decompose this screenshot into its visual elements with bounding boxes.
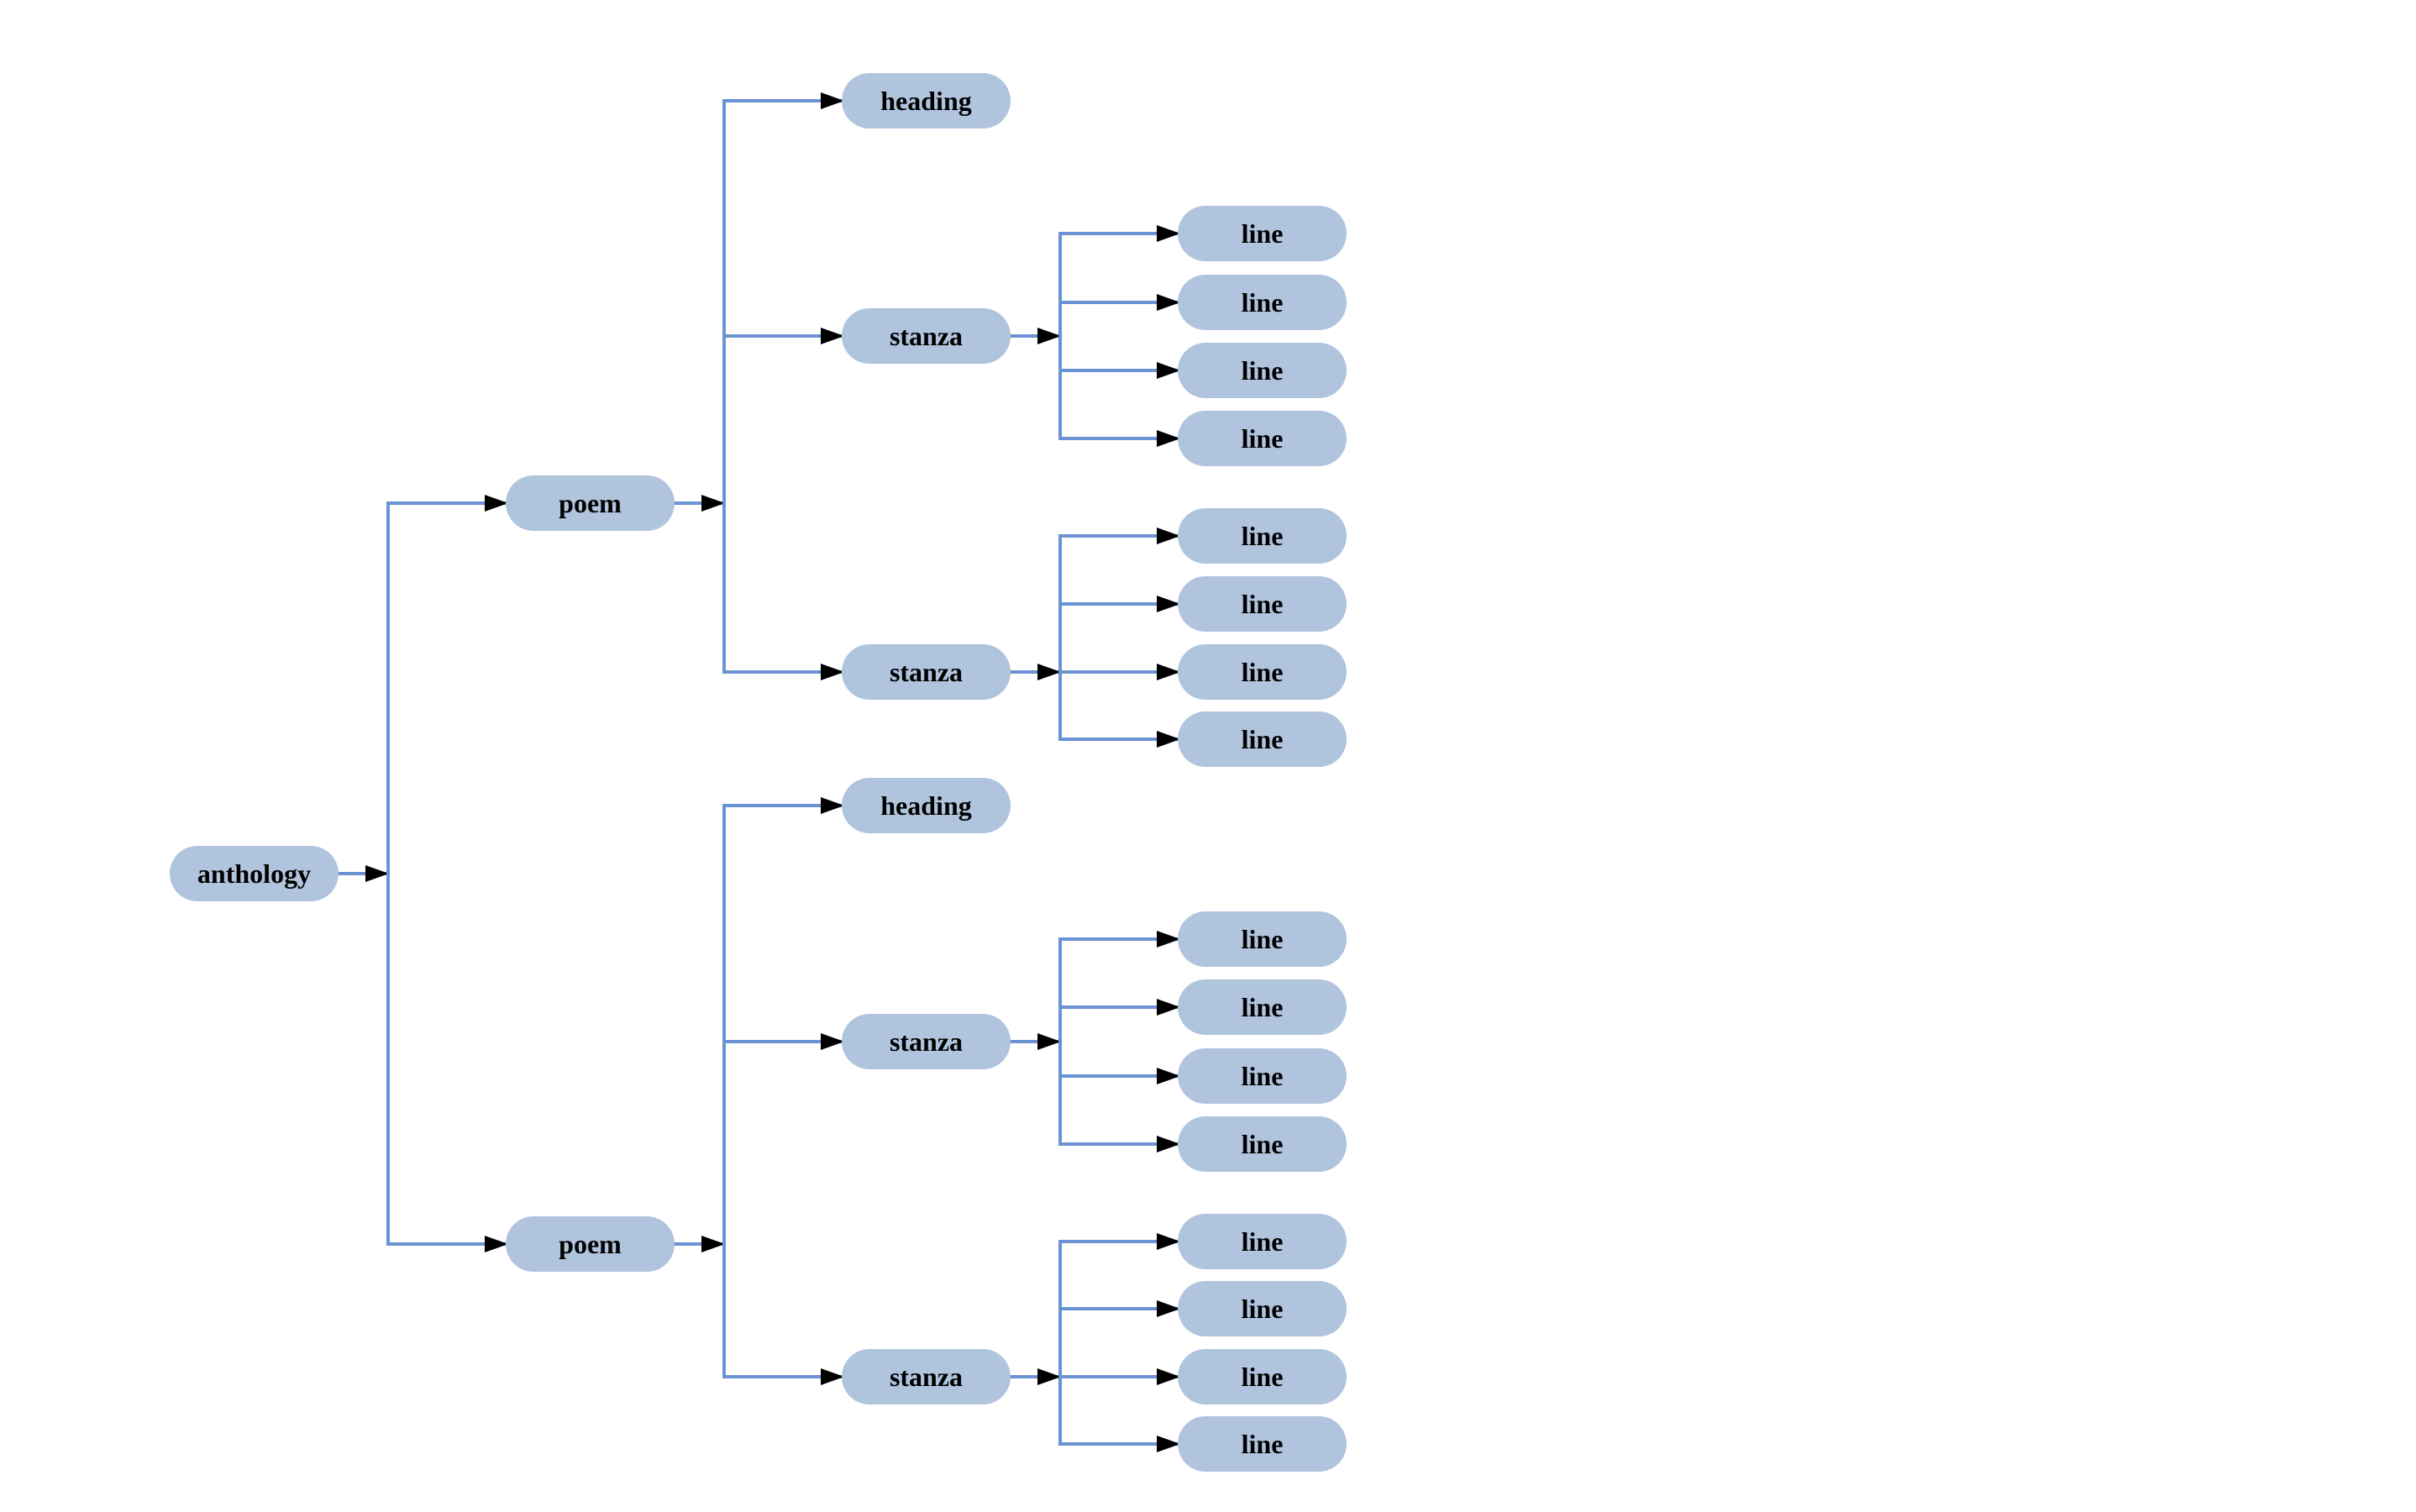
tree-node-s4-line-4: line [1178, 1416, 1347, 1472]
tree-node-s1-line-1: line [1178, 206, 1347, 261]
tree-node-s2-line-1: line [1178, 508, 1347, 564]
tree-node-s1-line-4: line [1178, 411, 1347, 466]
tree-node-s3-line-4: line [1178, 1116, 1347, 1172]
tree-node-s2-line-2: line [1178, 576, 1347, 632]
tree-node-s1-line-2: line [1178, 275, 1347, 330]
tree-node-s4-line-3: line [1178, 1349, 1347, 1404]
tree-node-s4-line-2: line [1178, 1281, 1347, 1336]
tree-node-stanza-3: stanza [842, 1014, 1011, 1069]
tree-node-s2-line-4: line [1178, 711, 1347, 767]
tree-node-s3-line-2: line [1178, 979, 1347, 1035]
tree-node-s3-line-1: line [1178, 911, 1347, 967]
tree-node-s3-line-3: line [1178, 1048, 1347, 1104]
tree-node-stanza-1: stanza [842, 308, 1011, 364]
tree-node-s2-line-3: line [1178, 644, 1347, 700]
tree-node-stanza-2: stanza [842, 644, 1011, 700]
tree-node-s4-line-1: line [1178, 1214, 1347, 1269]
tree-node-s1-line-3: line [1178, 343, 1347, 398]
tree-node-poem-2: poem [506, 1216, 675, 1272]
tree-node-stanza-4: stanza [842, 1349, 1011, 1404]
tree-node-poem-1: poem [506, 475, 675, 531]
tree-node-anthology: anthology [170, 846, 339, 901]
tree-node-heading-1: heading [842, 73, 1011, 129]
tree-node-heading-2: heading [842, 778, 1011, 833]
